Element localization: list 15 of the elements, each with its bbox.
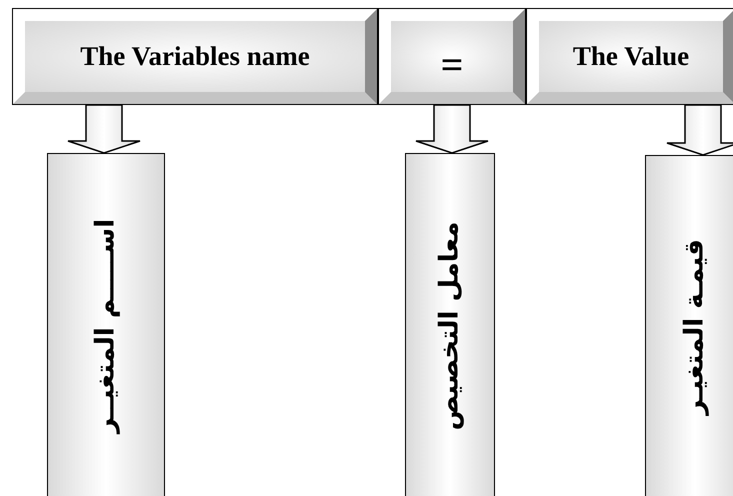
vertical-box — [405, 153, 495, 496]
vertical-label: معامل التخصيص — [434, 221, 466, 430]
vertical-box — [645, 155, 733, 496]
block-arrow — [666, 104, 733, 156]
beveled-box — [12, 8, 378, 105]
beveled-box — [378, 8, 526, 105]
box-label: = — [440, 44, 464, 84]
block-arrow — [67, 104, 141, 154]
vertical-box — [47, 153, 165, 496]
box-label: The Variables name — [80, 43, 310, 70]
vertical-label: اســـــم المتغيــر — [90, 218, 122, 433]
box-label: The Value — [572, 43, 690, 70]
block-arrow — [415, 104, 489, 154]
vertical-label: قيمـة المتغيـر — [679, 238, 710, 414]
beveled-box — [526, 8, 733, 105]
